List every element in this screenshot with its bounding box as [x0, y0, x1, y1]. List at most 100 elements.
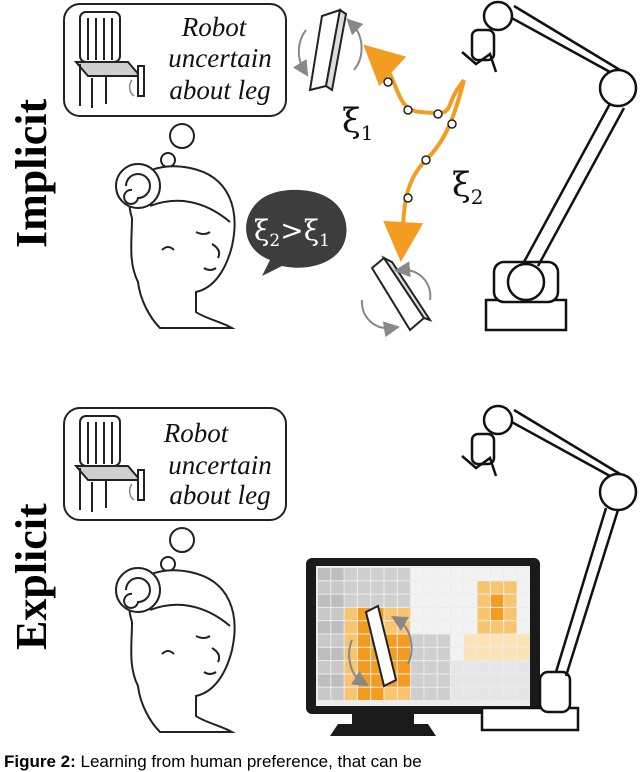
- heatmap-cell: [490, 621, 504, 634]
- heatmap-cell: [331, 634, 344, 647]
- human-head-icon: [115, 163, 236, 329]
- heatmap-cell: [477, 581, 490, 594]
- heatmap-cell: [424, 687, 437, 700]
- heatmap-cell: [517, 607, 530, 621]
- heatmap-cell: [437, 607, 450, 621]
- heatmap-cell: [451, 634, 464, 647]
- heatmap-cell: [477, 594, 490, 607]
- heatmap-cell: [477, 647, 490, 661]
- heatmap-cell: [490, 634, 504, 647]
- heatmap-cell: [424, 674, 437, 687]
- heatmap-cell: [397, 674, 411, 687]
- heatmap-cell: [464, 647, 477, 661]
- heatmap-cell: [397, 647, 411, 661]
- leg-top-icon: [292, 8, 364, 92]
- traj1-sub: 1: [361, 121, 374, 145]
- heatmap-cell: [464, 568, 477, 581]
- heatmap-cell: [344, 581, 357, 594]
- heatmap-cell: [464, 621, 477, 634]
- thought-circle-small: [160, 152, 176, 168]
- heatmap-cell: [464, 581, 477, 594]
- thought-circle-large: [169, 123, 195, 149]
- heatmap-cell: [437, 687, 450, 700]
- heatmap-cell: [504, 621, 517, 634]
- heatmap-cell: [318, 621, 331, 634]
- heatmap-cell: [331, 581, 344, 594]
- heatmap-cell: [397, 661, 411, 674]
- heatmap-cell: [344, 568, 357, 581]
- heatmap-cell: [318, 674, 331, 687]
- heatmap-cell: [490, 607, 504, 621]
- heatmap-cell: [424, 594, 437, 607]
- heatmap-cell: [451, 674, 464, 687]
- heatmap-cell: [517, 581, 530, 594]
- heatmap-cell: [397, 568, 411, 581]
- implicit-thought-box: Robot uncertain about leg: [63, 3, 287, 117]
- heatmap-cell: [464, 661, 477, 674]
- svg-text:ξ2>ξ1: ξ2>ξ1: [254, 214, 330, 251]
- heatmap-cell: [451, 568, 464, 581]
- heatmap-cell: [517, 647, 530, 661]
- heatmap-cell: [344, 607, 357, 621]
- speech-xi-b-sub: 1: [319, 231, 330, 251]
- heatmap-cell: [424, 581, 437, 594]
- thought-circle-large: [169, 527, 195, 553]
- heatmap-cell: [504, 607, 517, 621]
- heatmap-cell: [318, 661, 331, 674]
- heatmap-cell: [504, 674, 517, 687]
- heatmap-cell: [318, 607, 331, 621]
- heatmap-cell: [477, 607, 490, 621]
- chair-icon: [73, 11, 143, 108]
- svg-text:about leg: about leg: [169, 480, 270, 510]
- heatmap-cell: [357, 647, 371, 661]
- heatmap-cell: [357, 661, 371, 674]
- heatmap-cell: [504, 568, 517, 581]
- heatmap-cell: [517, 594, 530, 607]
- heatmap-cell: [424, 647, 437, 661]
- heatmap-cell: [411, 634, 424, 647]
- svg-text:ξ2: ξ2: [452, 165, 483, 209]
- heatmap-cell: [451, 594, 464, 607]
- heatmap-cell: [331, 621, 344, 634]
- heatmap-cell: [357, 594, 371, 607]
- heatmap-cell: [397, 687, 411, 700]
- heatmap-cell: [451, 607, 464, 621]
- heatmap-cell: [477, 687, 490, 700]
- heatmap-cell: [517, 634, 530, 647]
- heatmap-cell: [344, 594, 357, 607]
- heatmap-cell: [357, 687, 371, 700]
- heatmap-cell: [411, 647, 424, 661]
- heatmap-cell: [451, 661, 464, 674]
- heatmap-cell: [517, 687, 530, 700]
- chair-icon: [73, 415, 143, 512]
- heatmap-cell: [424, 621, 437, 634]
- heatmap-cell: [331, 674, 344, 687]
- heatmap-cell: [451, 687, 464, 700]
- heatmap-cell: [357, 621, 371, 634]
- heatmap-cell: [331, 594, 344, 607]
- heatmap-cell: [357, 581, 371, 594]
- implicit-side-label: Implicit: [7, 99, 56, 248]
- heatmap-cell: [357, 634, 371, 647]
- heatmap-cell: [490, 647, 504, 661]
- heatmap-grid: [318, 568, 530, 700]
- thought-line-2: uncertain: [168, 450, 271, 480]
- leg-bottom-icon: [360, 255, 433, 338]
- caption-text: Learning from human preference, that can…: [75, 752, 422, 771]
- loose-leg-icon: [128, 469, 145, 501]
- heatmap-cell: [477, 621, 490, 634]
- heatmap-cell: [318, 594, 331, 607]
- heatmap-cell: [344, 687, 357, 700]
- heatmap-cell: [490, 687, 504, 700]
- leg-heatmap-icon: [348, 604, 413, 688]
- heatmap-cell: [477, 568, 490, 581]
- thought-line-3: about leg: [169, 75, 270, 105]
- heatmap-cell: [464, 687, 477, 700]
- svg-text:about leg: about leg: [169, 75, 270, 105]
- heatmap-cell: [397, 634, 411, 647]
- heatmap-cell: [490, 661, 504, 674]
- speech-xi-a: ξ: [254, 214, 269, 247]
- svg-text:uncertain: uncertain: [168, 450, 271, 480]
- heatmap-cell: [437, 568, 450, 581]
- heatmap-cell: [490, 581, 504, 594]
